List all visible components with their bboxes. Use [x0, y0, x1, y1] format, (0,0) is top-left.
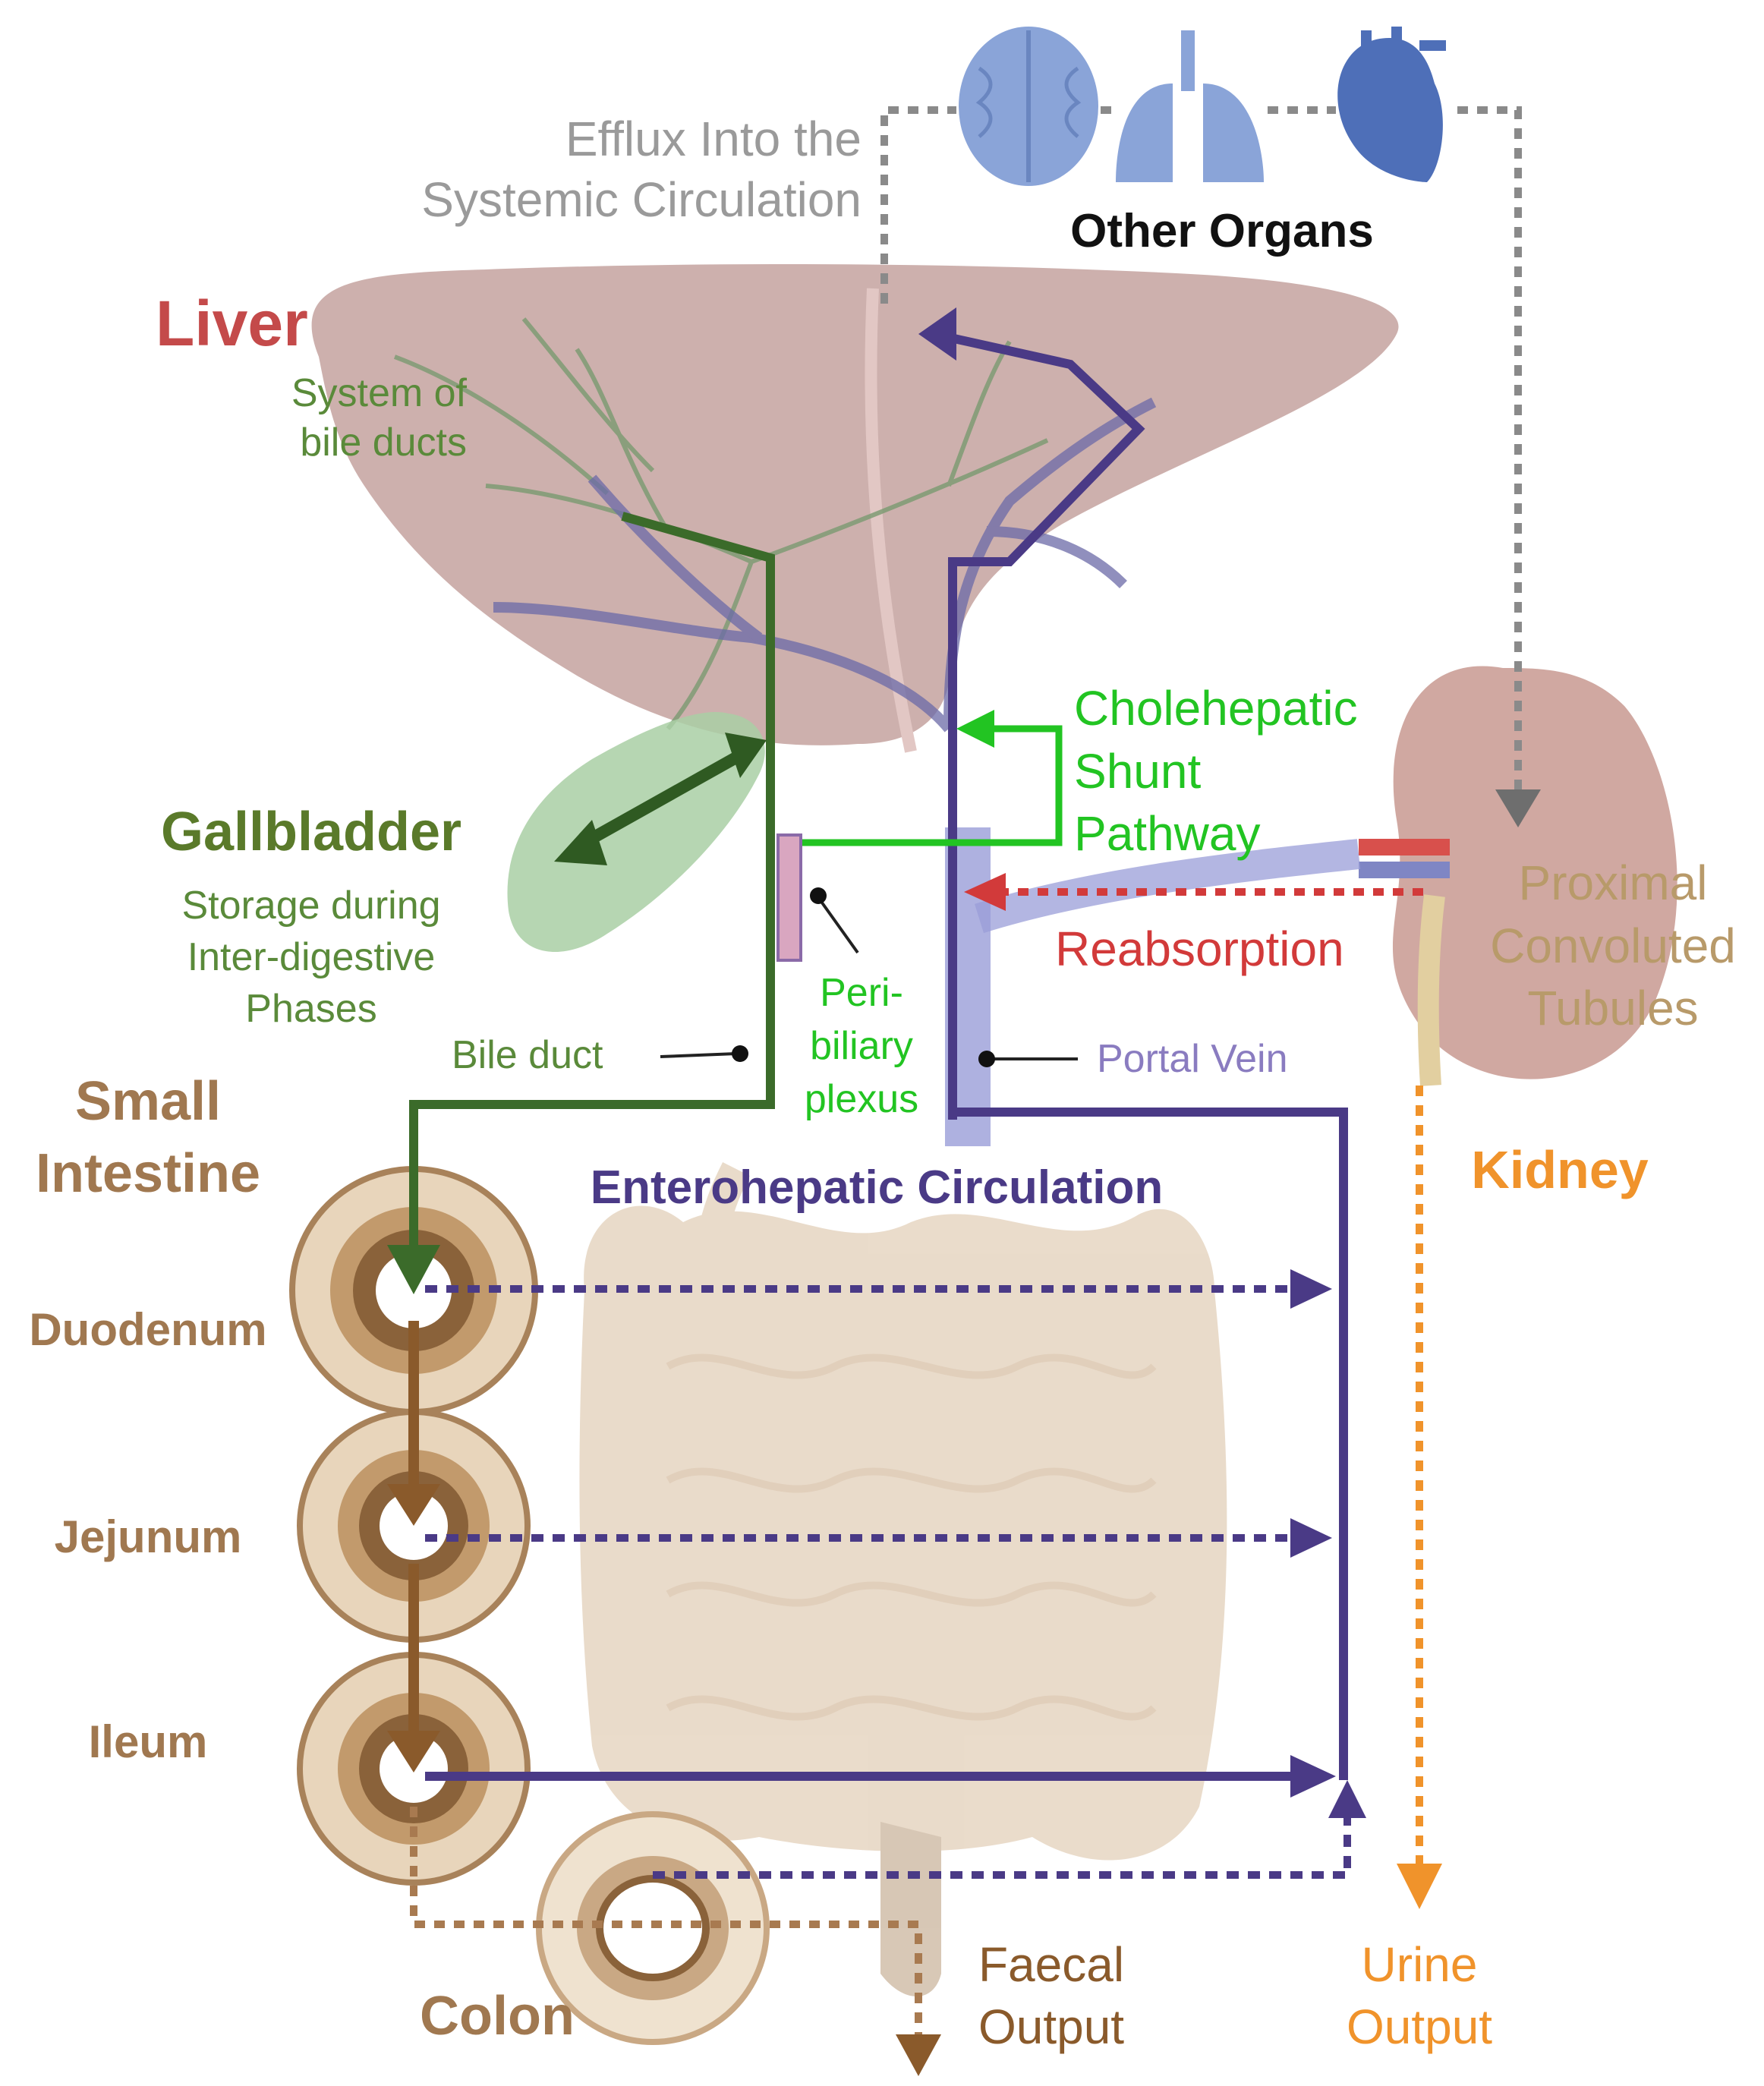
intestine-icon: [579, 1162, 1227, 1996]
urine-output-label-line2: Output: [1347, 1999, 1492, 2054]
bile-ducts-label: System of bile ducts: [291, 371, 468, 465]
peribiliary-label: Peri- biliary plexus: [805, 971, 918, 1121]
enterohepatic-path: [932, 329, 1348, 1780]
cholehepatic-arrowhead: [956, 710, 994, 748]
intestinal-transit-path: [387, 1321, 440, 1772]
small-intestine-label-line2: Intestine: [36, 1143, 260, 1204]
duodenum-absorption-path: [425, 1269, 1332, 1309]
peribiliary-plexus: [776, 833, 802, 962]
cholehepatic-label-line3: Pathway: [1074, 806, 1260, 861]
peribiliary-label-line3: plexus: [805, 1077, 918, 1121]
jejunum-absorption-path: [425, 1518, 1332, 1558]
small-intestine-label: Small Intestine: [36, 1071, 260, 1204]
bile-ducts-label-line1: System of: [291, 371, 468, 415]
efflux-label-line2: Systemic Circulation: [421, 172, 862, 227]
faecal-output-label: Faecal Output: [978, 1937, 1124, 2054]
ileum-absorption-path: [425, 1755, 1336, 1798]
enterohepatic-arrowhead: [918, 307, 956, 361]
duodenum-label: Duodenum: [29, 1304, 266, 1355]
bile-ducts-label-line2: bile ducts: [300, 421, 467, 465]
bile-arrowhead: [387, 1245, 440, 1294]
pct-label-line2: Convoluted: [1490, 919, 1736, 973]
lungs-icon: [1116, 30, 1264, 182]
efflux-arrowhead: [1495, 789, 1541, 827]
storage-label-line2: Inter-digestive: [187, 935, 436, 979]
faecal-path: [410, 1807, 941, 2076]
bile-path: [409, 512, 775, 1268]
urine-output-label: Urine Output: [1347, 1937, 1492, 2054]
kidney-icon: [1359, 666, 1677, 1086]
gallbladder-label: Gallbladder: [161, 802, 461, 862]
enterohepatic-label: Enterohepatic Circulation: [591, 1161, 1163, 1214]
reabsorption-label: Reabsorption: [1055, 922, 1344, 976]
peribiliary-label-line2: biliary: [810, 1024, 913, 1068]
leader-dots: [732, 887, 995, 1067]
leader-lines: [660, 898, 1078, 1060]
urine-output-label-line1: Urine: [1362, 1937, 1478, 1992]
kidney-label: Kidney: [1471, 1140, 1648, 1199]
urine-path: [1397, 1086, 1442, 1909]
brain-icon: [959, 27, 1098, 186]
pct-label-line1: Proximal: [1519, 856, 1708, 910]
ileum-label: Ileum: [89, 1716, 208, 1767]
other-organs-label: Other Organs: [1070, 205, 1374, 257]
gallbladder-icon: [507, 712, 765, 952]
colon-label: Colon: [420, 1986, 575, 2047]
pct-label: Proximal Convoluted Tubules: [1490, 856, 1736, 1035]
cholehepatic-label-line1: Cholehepatic: [1074, 681, 1358, 736]
cholehepatic-path: [782, 725, 1063, 846]
faecal-output-label-line1: Faecal: [978, 1937, 1124, 1992]
heart-icon: [1337, 27, 1446, 182]
pct-label-line3: Tubules: [1527, 981, 1698, 1035]
jejunum-label: Jejunum: [55, 1511, 242, 1562]
efflux-path: [880, 106, 1522, 805]
colon-absorption-path: [653, 1780, 1366, 1879]
small-intestine-label-line1: Small: [75, 1071, 221, 1132]
portal-vein-label: Portal Vein: [1097, 1037, 1288, 1081]
peribiliary-label-line1: Peri-: [820, 971, 903, 1015]
gallbladder-exchange-arrow: [554, 733, 767, 865]
efflux-label-line1: Efflux Into the: [565, 112, 862, 166]
cholehepatic-label: Cholehepatic Shunt Pathway: [1074, 681, 1358, 861]
storage-label-line3: Phases: [245, 987, 376, 1031]
storage-label: Storage during Inter-digestive Phases: [181, 884, 440, 1031]
bile-duct-label: Bile duct: [452, 1033, 603, 1077]
cholehepatic-label-line2: Shunt: [1074, 744, 1201, 799]
liver-icon: [311, 264, 1399, 753]
efflux-label: Efflux Into the Systemic Circulation: [421, 112, 862, 227]
storage-label-line1: Storage during: [181, 884, 440, 928]
faecal-output-label-line2: Output: [978, 1999, 1124, 2054]
liver-label: Liver: [156, 288, 308, 359]
reabsorption-path: [964, 873, 1423, 911]
